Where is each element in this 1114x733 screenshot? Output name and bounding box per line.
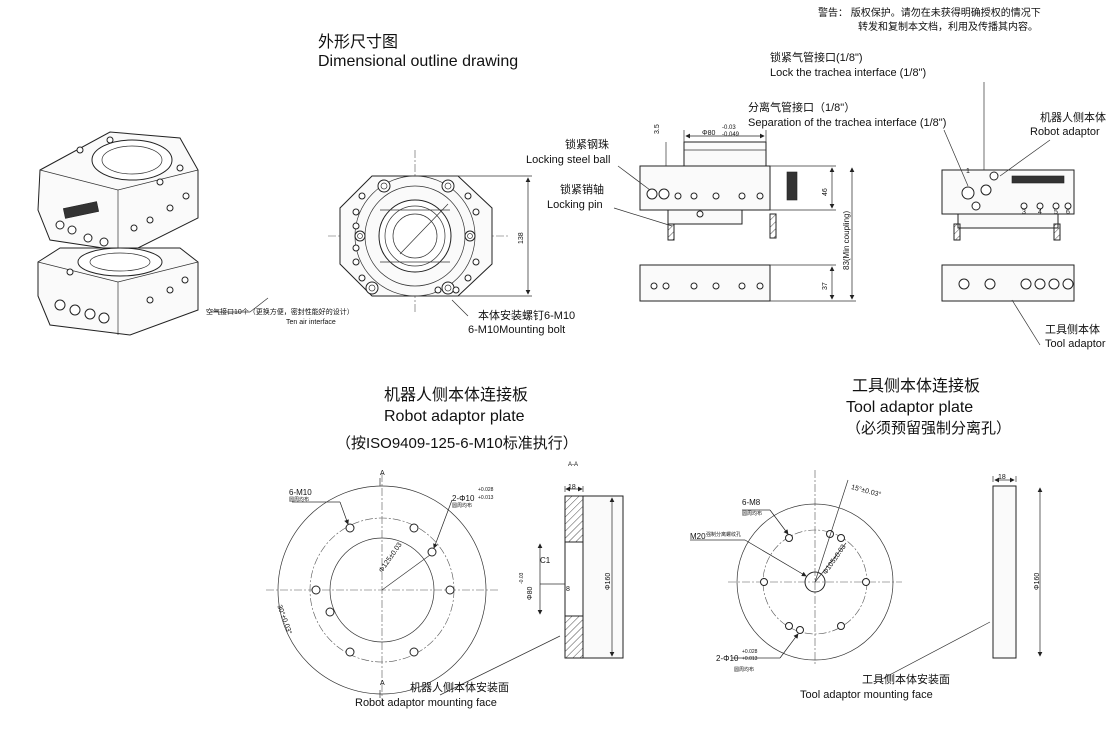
port-number: 4 <box>1038 209 1042 216</box>
dim-138: 138 <box>518 232 525 244</box>
dim-18-b: 18 <box>998 474 1006 481</box>
tool-face-label-cn: 工具侧本体安装面 <box>862 674 950 686</box>
tool-adaptor-label-en: Tool adaptor <box>1045 338 1106 350</box>
right-view <box>941 82 1075 346</box>
sep-trachea-label-cn: 分离气管接口（1/8"） <box>748 102 856 114</box>
dim-2-d10-b-tol-dn: +0.013 <box>742 656 758 662</box>
dim-18-a: 18 <box>568 484 576 491</box>
locking-pin-label-cn: 锁紧销轴 <box>560 184 604 196</box>
dim-2-d10-a-tol-dn: +0.013 <box>478 495 494 501</box>
dim-6-m8: 6-M8 <box>742 498 761 507</box>
side-view <box>613 130 856 302</box>
dim-d160-a: Φ160 <box>605 572 612 590</box>
tool-plate-holes <box>760 530 870 634</box>
robot-adaptor-label-cn: 机器人侧本体 <box>1040 112 1106 124</box>
dim-d160-b: Φ160 <box>1034 572 1041 590</box>
section-label-aa: A-A <box>568 462 579 468</box>
tool-face-label-en: Tool adaptor mounting face <box>800 689 933 701</box>
dim-8: 8 <box>566 586 570 593</box>
iso-bottom-holes <box>54 268 189 324</box>
dim-d80-b: Φ80 <box>527 586 534 600</box>
dim-3-5: 3.5 <box>654 124 661 134</box>
dim-6-m8-sub: 圆周均布 <box>742 511 763 517</box>
dim-2-d10-a-sub: 圆周均布 <box>452 503 473 509</box>
dim-d80-tol-up: -0.03 <box>722 125 736 131</box>
locking-pin-label-en: Locking pin <box>547 199 603 211</box>
dim-c1: C1 <box>540 556 551 565</box>
dim-2-d10-a-tol-up: +0.028 <box>478 487 494 493</box>
mount-bolt-label-cn: 本体安装螺钉6-M10 <box>478 310 576 322</box>
port-number: 3 <box>1022 209 1026 216</box>
warning-line-1: 警告： 版权保护。请勿在未获得明确授权的情况下 <box>818 8 1041 19</box>
port-number: 1 <box>966 168 970 175</box>
robot-plate-subtitle: （按ISO9409-125-6-M10标准执行） <box>336 435 578 452</box>
air-interface-label-cn: 空气接口10个（更换方便，密封性能好的设计） <box>206 309 354 316</box>
dim-d80-b-tol: -0.03 <box>519 572 525 584</box>
port-number: 6 <box>1066 209 1070 216</box>
tool-plate-view <box>690 470 1043 681</box>
steel-ball-label-cn: 锁紧钢珠 <box>565 139 609 151</box>
lock-trachea-label-cn: 锁紧气管接口(1/8") <box>770 52 863 64</box>
robot-face-label-cn: 机器人侧本体安装面 <box>410 682 509 694</box>
tool-plate-title-cn: 工具侧本体连接板 <box>852 378 981 395</box>
robot-plate-holes <box>311 523 455 657</box>
tool-plate-title-en: Tool adaptor plate <box>846 399 974 416</box>
dim-d80-tol-dn: -0.049 <box>722 132 740 138</box>
warning-line-2: 转发和复制本文档，利用及传播其内容。 <box>858 22 1038 33</box>
dim-2-d10-b: 2-Φ10 <box>716 654 739 663</box>
tool-adaptor-label-cn: 工具侧本体 <box>1045 324 1100 336</box>
steel-ball-label-en: Locking steel ball <box>526 154 611 166</box>
dim-83-min-coupling: 83(Min coupling) <box>842 210 851 270</box>
dim-m20-sub: 强制分离螺纹孔 <box>706 532 742 538</box>
robot-face-label-en: Robot adaptor mounting face <box>355 697 497 709</box>
air-interface-label-en: Ten air interface <box>286 319 336 326</box>
dim-m20: M20 <box>690 532 706 541</box>
iso-top-holes <box>55 136 190 247</box>
lock-trachea-label-en: Lock the trachea interface (1/8") <box>770 67 927 79</box>
right-view-ports <box>958 171 1074 290</box>
robot-plate-view <box>266 474 624 706</box>
tool-plate-subtitle: （必须预留强制分离孔） <box>846 420 1012 437</box>
dim-6-m10-sub: 圆周均布 <box>289 497 310 503</box>
section-mark-bottom: A <box>380 680 385 687</box>
dim-6-m10: 6-M10 <box>289 488 312 497</box>
mount-bolt-label-en: 6-M10Mounting bolt <box>468 324 566 336</box>
outline-title-cn: 外形尺寸图 <box>318 34 399 51</box>
outline-title-en: Dimensional outline drawing <box>318 53 519 70</box>
front-view <box>328 150 532 317</box>
dim-46: 46 <box>822 188 829 196</box>
dim-2-d10-a: 2-Φ10 <box>452 494 475 503</box>
robot-plate-title-en: Robot adaptor plate <box>384 408 525 425</box>
isometric-view <box>37 131 199 336</box>
dim-2-d10-b-sub: 圆周均布 <box>734 667 755 673</box>
sep-trachea-label-en: Separation of the trachea interface (1/8… <box>748 117 947 129</box>
front-mount-holes <box>352 179 480 295</box>
section-mark-top: A <box>380 470 385 477</box>
dim-d80: Φ80 <box>702 130 716 137</box>
dim-37: 37 <box>822 282 829 290</box>
robot-plate-title-cn: 机器人侧本体连接板 <box>384 387 529 404</box>
port-number: 5 <box>1054 209 1058 216</box>
robot-adaptor-label-en: Robot adaptor <box>1030 126 1100 138</box>
side-view-ports <box>646 188 764 290</box>
dim-2-d10-b-tol-up: +0.028 <box>742 649 758 655</box>
